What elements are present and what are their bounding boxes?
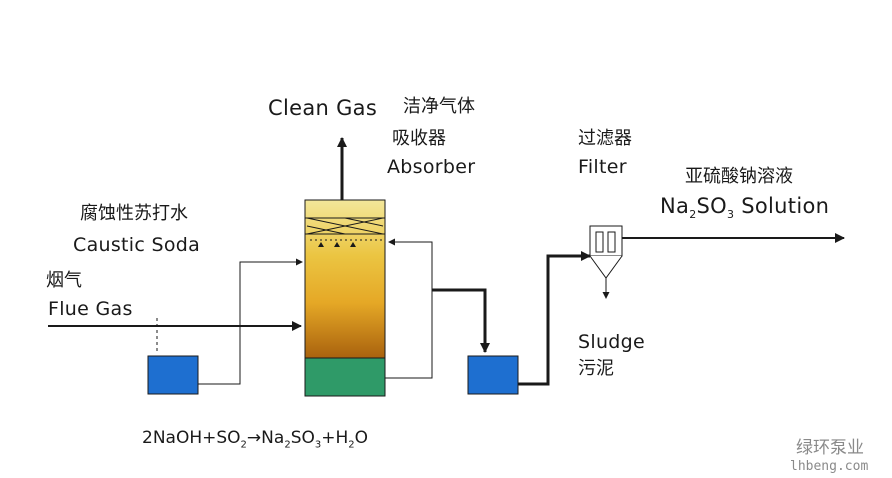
filter-unit (589, 225, 623, 279)
reaction-equation: 2NaOH+SO2→Na2SO3+H2O (142, 428, 369, 451)
absorber-label-en: Absorber (387, 156, 476, 178)
absorber-column (304, 199, 386, 397)
sludge-label-cn: 污泥 (578, 358, 614, 379)
filter-label-cn: 过滤器 (578, 128, 632, 149)
settling-tank (467, 355, 519, 395)
packing-mesh (306, 217, 384, 235)
drain-line (432, 288, 490, 353)
clean-gas-label-en: Clean Gas (268, 96, 378, 120)
flue-gas-label-en: Flue Gas (48, 298, 133, 320)
clean-gas-label-cn: 洁净气体 (403, 96, 475, 117)
sludge-label-en: Sludge (578, 331, 645, 353)
absorber-label-cn: 吸收器 (392, 128, 446, 149)
spray-nozzles (310, 239, 385, 247)
filter-feed-line (518, 251, 591, 386)
caustic-soda-label-en: Caustic Soda (73, 234, 201, 256)
caustic-feed-line (198, 258, 303, 385)
recirculation-line (385, 238, 433, 379)
caustic-soda-label-cn: 腐蚀性苏打水 (80, 203, 188, 224)
caustic-soda-tank (147, 355, 199, 395)
flue-gas-label-cn: 烟气 (46, 270, 82, 291)
watermark-cn: 绿环泵业 (796, 438, 864, 458)
product-label-cn: 亚硫酸钠溶液 (685, 166, 793, 187)
product-label-en: Na2SO3 Solution (660, 194, 830, 222)
watermark-url: lhbeng.com (790, 459, 869, 474)
filter-label-en: Filter (578, 156, 627, 178)
